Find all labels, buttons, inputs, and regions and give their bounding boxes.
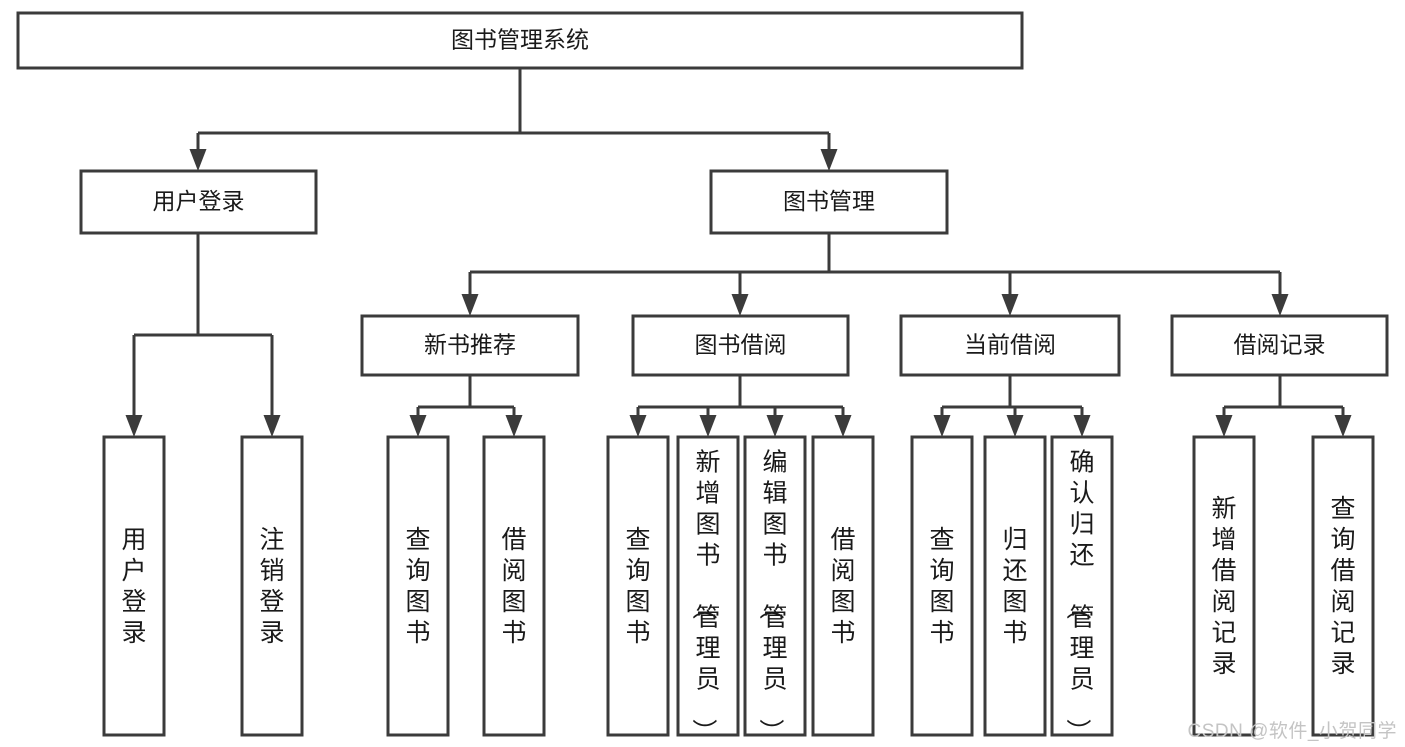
node-leaf-query-record[interactable]: 查询借阅记录	[1311, 435, 1375, 737]
node-box[interactable]	[386, 435, 450, 737]
node-new-book-recommend[interactable]: 新书推荐	[360, 314, 580, 377]
arrow-head-icon	[820, 149, 838, 171]
csdn-watermark: CSDN @软件_小贺同学	[1187, 721, 1397, 742]
node-leaf-query-book-3[interactable]: 查询图书	[910, 435, 974, 737]
arrow-head-icon	[189, 149, 207, 171]
node-book-borrow[interactable]: 图书借阅	[631, 314, 850, 377]
node-leaf-logout[interactable]: 注销登录	[240, 435, 304, 737]
node-box[interactable]	[1192, 435, 1256, 737]
node-leaf-add-record[interactable]: 新增借阅记录	[1192, 435, 1256, 737]
arrow-head-icon	[629, 415, 647, 437]
connector-record-bus	[1215, 375, 1352, 437]
node-box[interactable]	[1311, 435, 1375, 737]
node-box[interactable]	[910, 435, 974, 737]
node-box[interactable]	[743, 435, 807, 737]
node-box[interactable]	[240, 435, 304, 737]
node-label: 查询图书	[405, 526, 430, 647]
node-label: 用户登录	[121, 526, 146, 647]
node-label: 注销登录	[259, 526, 284, 647]
node-box[interactable]	[102, 435, 166, 737]
connector-book-manage-bus	[461, 233, 1289, 316]
arrow-head-icon	[461, 294, 479, 316]
node-label: 图书管理	[783, 188, 875, 214]
node-leaf-return-book[interactable]: 归还图书	[983, 435, 1047, 737]
arrow-head-icon	[1006, 415, 1024, 437]
node-box[interactable]	[811, 435, 875, 737]
node-box[interactable]	[983, 435, 1047, 737]
arrow-head-icon	[1073, 415, 1091, 437]
node-box[interactable]	[1170, 314, 1389, 377]
arrow-head-icon	[731, 294, 749, 316]
arrow-head-icon	[1215, 415, 1233, 437]
node-box[interactable]	[899, 314, 1121, 377]
node-box[interactable]	[79, 169, 318, 235]
connector-user-login-bus	[125, 233, 281, 437]
node-box[interactable]	[676, 435, 740, 737]
node-label: 图书管理系统	[451, 27, 589, 53]
node-label: 编辑图书（管理员）	[756, 449, 787, 744]
node-user-login[interactable]: 用户登录	[79, 169, 318, 235]
node-box[interactable]	[360, 314, 580, 377]
node-box[interactable]	[606, 435, 670, 737]
connector-borrow-bus	[629, 375, 852, 437]
node-label: 当前借阅	[964, 332, 1056, 358]
node-leaf-borrow-book-2[interactable]: 借阅图书	[811, 435, 875, 737]
node-label: 新增借阅记录	[1211, 495, 1236, 678]
node-leaf-user-login[interactable]: 用户登录	[102, 435, 166, 737]
node-label: 新增图书（管理员）	[689, 449, 720, 744]
node-label: 用户登录	[153, 188, 245, 214]
arrow-head-icon	[1001, 294, 1019, 316]
node-label: 查询图书	[625, 526, 650, 647]
arrow-head-icon	[505, 415, 523, 437]
connector-current-bus	[933, 375, 1091, 437]
node-label: 借阅图书	[501, 526, 526, 647]
node-book-manage[interactable]: 图书管理	[709, 169, 949, 235]
node-leaf-query-book-2[interactable]: 查询图书	[606, 435, 670, 737]
node-label: 新书推荐	[424, 332, 516, 358]
node-box[interactable]	[631, 314, 850, 377]
node-layer: 图书管理系统用户登录图书管理新书推荐图书借阅当前借阅借阅记录用户登录注销登录查询…	[16, 11, 1389, 744]
node-label: 查询借阅记录	[1330, 495, 1355, 678]
node-box[interactable]	[1050, 435, 1114, 737]
node-leaf-edit-book[interactable]: 编辑图书（管理员）	[743, 435, 807, 744]
node-borrow-record[interactable]: 借阅记录	[1170, 314, 1389, 377]
arrow-head-icon	[263, 415, 281, 437]
arrow-head-icon	[933, 415, 951, 437]
node-leaf-borrow-book-1[interactable]: 借阅图书	[482, 435, 546, 737]
node-root[interactable]: 图书管理系统	[16, 11, 1024, 70]
node-label: 图书借阅	[695, 332, 787, 358]
arrow-head-icon	[766, 415, 784, 437]
node-box[interactable]	[709, 169, 949, 235]
node-label: 借阅记录	[1234, 332, 1326, 358]
node-box[interactable]	[16, 11, 1024, 70]
node-current-borrow[interactable]: 当前借阅	[899, 314, 1121, 377]
node-leaf-query-book-1[interactable]: 查询图书	[386, 435, 450, 737]
node-label: 查询图书	[929, 526, 954, 647]
arrow-head-icon	[834, 415, 852, 437]
node-leaf-confirm-return[interactable]: 确认归还（管理员）	[1050, 435, 1114, 744]
connector-layer	[125, 68, 1352, 437]
arrow-head-icon	[699, 415, 717, 437]
arrow-head-icon	[1334, 415, 1352, 437]
arrow-head-icon	[125, 415, 143, 437]
node-label: 确认归还（管理员）	[1063, 449, 1094, 744]
node-label: 归还图书	[1002, 526, 1027, 647]
connector-root-bus	[189, 68, 838, 171]
node-leaf-add-book[interactable]: 新增图书（管理员）	[676, 435, 740, 744]
node-label: 借阅图书	[830, 526, 855, 647]
arrow-head-icon	[1271, 294, 1289, 316]
arrow-head-icon	[409, 415, 427, 437]
connector-recommend-bus	[409, 375, 523, 437]
node-box[interactable]	[482, 435, 546, 737]
